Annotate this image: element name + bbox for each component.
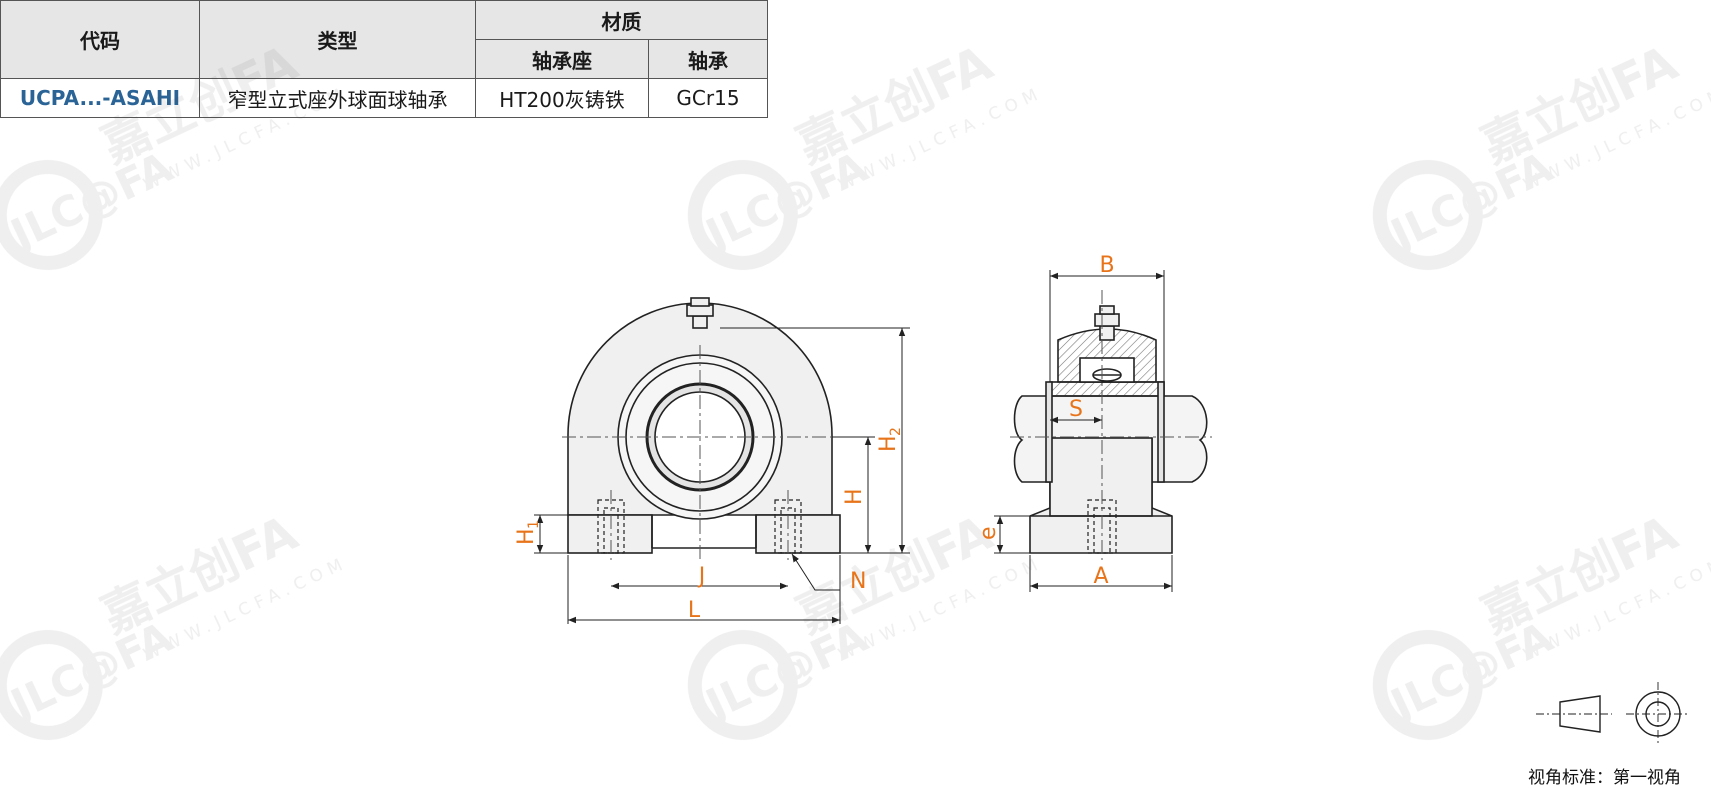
dim-B: B (1099, 253, 1114, 278)
header-housing: 轴承座 (475, 39, 649, 79)
dim-e: e (976, 526, 1001, 540)
dim-H1: H (514, 528, 539, 545)
dim-N: N (850, 569, 866, 594)
dim-H2-sub: 2 (888, 427, 904, 436)
first-angle-projection-symbol (1536, 682, 1690, 746)
dim-L: L (688, 598, 701, 623)
side-dimension-labels: B S A e (976, 253, 1115, 589)
dim-H1-sub: 1 (526, 520, 542, 529)
cell-code[interactable]: UCPA...-ASAHI (0, 78, 200, 118)
cell-type: 窄型立式座外球面球轴承 (199, 78, 476, 118)
dim-S: S (1069, 397, 1083, 422)
dim-H2: H (876, 435, 901, 452)
front-view (562, 297, 841, 560)
dim-J: J (697, 564, 706, 589)
dim-A: A (1093, 564, 1108, 589)
side-dimensions (994, 270, 1173, 592)
table-row: UCPA...-ASAHI 窄型立式座外球面球轴承 HT200灰铸铁 GCr15 (0, 78, 768, 118)
spec-table: 代码 类型 材质 轴承座 轴承 UCPA...-ASAHI 窄型立式座外球面球轴… (0, 0, 768, 118)
projection-label: 视角标准：第一视角 (1528, 768, 1681, 788)
side-view (1010, 290, 1212, 560)
cell-bearing: GCr15 (648, 78, 768, 118)
cell-housing: HT200灰铸铁 (475, 78, 649, 118)
header-code: 代码 (0, 0, 200, 79)
header-bearing: 轴承 (648, 39, 768, 79)
front-dimensions (534, 327, 910, 624)
header-type: 类型 (199, 0, 476, 79)
front-dimension-labels: L J N H 2 H H 1 (514, 427, 904, 623)
dim-H: H (842, 488, 867, 505)
